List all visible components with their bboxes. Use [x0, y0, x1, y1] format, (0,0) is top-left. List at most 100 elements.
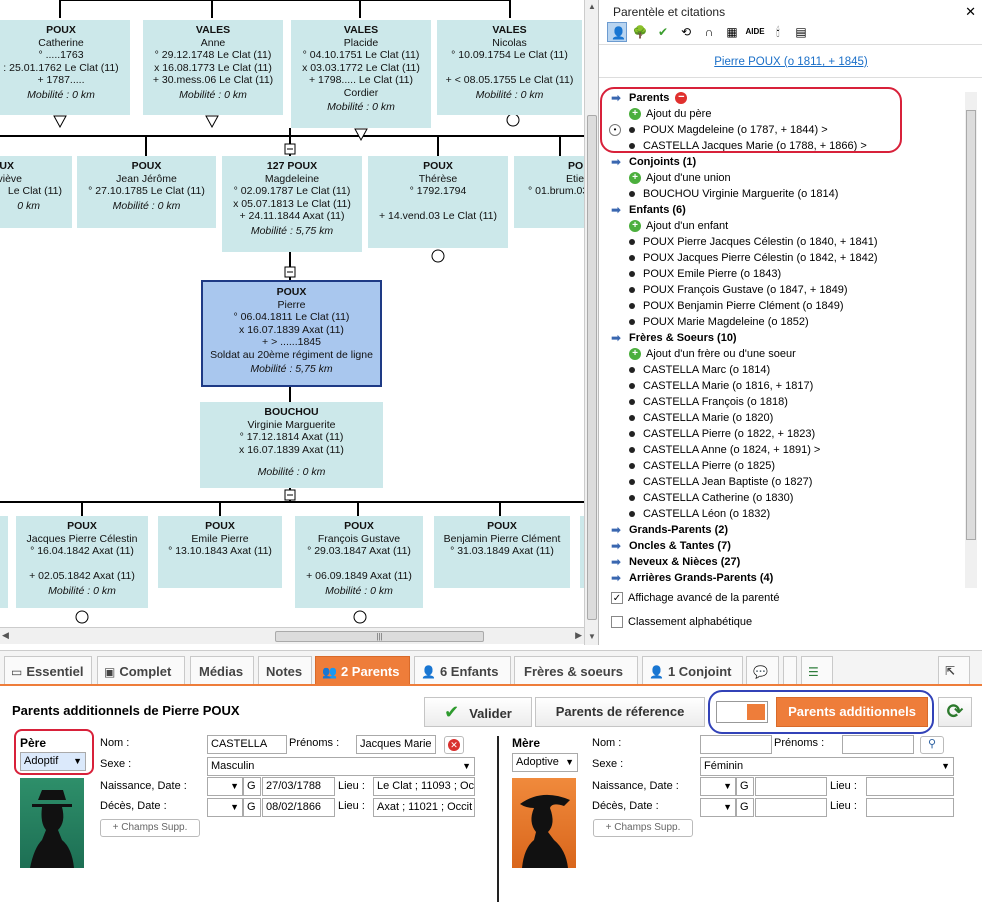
tab-medias[interactable]: Médias: [190, 656, 254, 686]
main-person-card[interactable]: POUX Pierre ° 06.04.1811 Le Clat (11) x …: [201, 280, 382, 387]
relation-item[interactable]: POUX Pierre Jacques Célestin (o 1840, + …: [611, 234, 961, 250]
person-card-partial[interactable]: [0, 516, 8, 608]
person-card[interactable]: UX viève Le Clat (11) 0 km: [0, 156, 72, 228]
close-icon[interactable]: ✕: [965, 4, 976, 19]
spouse-card[interactable]: BOUCHOU Virginie Marguerite ° 17.12.1814…: [200, 402, 383, 488]
tab-enfants[interactable]: 👤6 Enfants: [414, 656, 511, 686]
tab-conjoint[interactable]: 👤1 Conjoint: [642, 656, 743, 686]
candle-icon[interactable]: 🕯: [776, 25, 780, 39]
valider-button[interactable]: ✔Valider: [424, 697, 532, 727]
person-card[interactable]: POUX Jacques Pierre Célestin ° 16.04.184…: [16, 516, 148, 608]
tab-extra[interactable]: [783, 656, 797, 686]
horizontal-scrollbar[interactable]: ◀ ||| ▶: [0, 627, 584, 644]
relation-item[interactable]: CASTELLA Marie (o 1820): [611, 410, 961, 426]
add-relation-item[interactable]: +Ajout d'un enfant: [611, 218, 961, 234]
father-champs-supp-button[interactable]: + Champs Supp.: [100, 819, 200, 837]
mother-silhouette[interactable]: [512, 778, 576, 868]
relation-item[interactable]: POUX Marie Magdeleine (o 1852): [611, 314, 961, 330]
help-icon[interactable]: AIDE: [745, 27, 765, 36]
radio-selected-icon[interactable]: •: [609, 124, 621, 136]
relation-item[interactable]: CASTELLA Léon (o 1832): [611, 506, 961, 522]
person-card[interactable]: PO Etie ° 01.brum.03: [514, 156, 584, 228]
alphabetical-checkbox[interactable]: Classement alphabétique: [611, 616, 752, 628]
father-prenoms-input[interactable]: Jacques Marie: [356, 735, 436, 754]
mother-nom-input[interactable]: [700, 735, 772, 754]
person-card[interactable]: POUX Emile Pierre ° 13.10.1843 Axat (11): [158, 516, 282, 588]
relation-item[interactable]: CASTELLA Jean Baptiste (o 1827): [611, 474, 961, 490]
relation-item[interactable]: CASTELLA François (o 1818): [611, 394, 961, 410]
checkbox-checked[interactable]: ✓: [611, 592, 623, 604]
father-deces-lieu[interactable]: Axat ; 11021 ; Occit: [373, 798, 475, 817]
list-scrollbar[interactable]: [965, 92, 977, 588]
tab-complet[interactable]: ▣Complet: [97, 656, 185, 686]
parents-reference-button[interactable]: Parents de réference: [535, 697, 705, 727]
tab-essentiel[interactable]: ▭Essentiel: [4, 656, 92, 686]
relation-item[interactable]: BOUCHOU Virginie Marguerite (o 1814): [611, 186, 961, 202]
relation-item[interactable]: •POUX Magdeleine (o 1787, + 1844) >: [609, 122, 961, 138]
father-deces-calendar[interactable]: G: [243, 798, 261, 817]
mother-deces-calendar[interactable]: G: [736, 798, 754, 817]
relation-item[interactable]: CASTELLA Anne (o 1824, + 1891) >: [611, 442, 961, 458]
relation-item[interactable]: POUX Benjamin Pierre Clément (o 1849): [611, 298, 961, 314]
add-relation-item[interactable]: +Ajout d'une union: [611, 170, 961, 186]
father-naissance-qualifier[interactable]: ▼: [207, 777, 243, 796]
relation-item[interactable]: POUX Emile Pierre (o 1843): [611, 266, 961, 282]
scroll-left-icon[interactable]: ◀: [2, 630, 9, 640]
advanced-display-checkbox[interactable]: ✓ Affichage avancé de la parenté: [611, 592, 779, 604]
mother-naissance-qualifier[interactable]: ▼: [700, 777, 736, 796]
person-card[interactable]: POUX Benjamin Pierre Clément ° 31.03.184…: [434, 516, 570, 588]
person-card[interactable]: POUX Catherine ° .....1763 : 25.01.1762 …: [0, 20, 130, 115]
vertical-scrollbar[interactable]: ▲ ▼: [584, 0, 598, 645]
relation-icon[interactable]: ⟲: [680, 25, 692, 39]
relation-item[interactable]: CASTELLA Marc (o 1814): [611, 362, 961, 378]
document-icon[interactable]: ▤: [795, 25, 807, 39]
relation-item[interactable]: CASTELLA Pierre (o 1822, + 1823): [611, 426, 961, 442]
father-type-select[interactable]: Adoptif▼: [20, 752, 86, 771]
open-external-button[interactable]: ⇱: [938, 656, 970, 686]
tab-sources[interactable]: ☰: [801, 656, 833, 686]
person-card[interactable]: VALES Anne ° 29.12.1748 Le Clat (11) x 1…: [143, 20, 283, 115]
clear-father-button[interactable]: ✕: [444, 736, 464, 754]
mother-type-select[interactable]: Adoptive▼: [512, 753, 578, 772]
add-relation-item[interactable]: +Ajout du père: [611, 106, 961, 122]
relation-item[interactable]: POUX François Gustave (o 1847, + 1849): [611, 282, 961, 298]
add-relation-item[interactable]: +Ajout d'un frère ou d'une soeur: [611, 346, 961, 362]
toggle-switch[interactable]: [716, 701, 768, 723]
tab-comments[interactable]: 💬: [746, 656, 779, 686]
person-card[interactable]: VALES Nicolas ° 10.09.1754 Le Clat (11) …: [437, 20, 582, 115]
person-card[interactable]: 127 POUX Magdeleine ° 02.09.1787 Le Clat…: [222, 156, 362, 252]
family-tree-view[interactable]: POUX Catherine ° .....1763 : 25.01.1762 …: [0, 0, 584, 645]
person-link[interactable]: Pierre POUX (o 1811, + 1845): [599, 44, 982, 78]
father-naissance-lieu[interactable]: Le Clat ; 11093 ; Oc: [373, 777, 475, 796]
section-header[interactable]: ➡Parents−: [611, 90, 961, 106]
relation-item[interactable]: POUX Jacques Pierre Célestin (o 1842, + …: [611, 250, 961, 266]
relation-item[interactable]: CASTELLA Marie (o 1816, + 1817): [611, 378, 961, 394]
check-icon[interactable]: ✔: [657, 25, 669, 39]
scroll-up-icon[interactable]: ▲: [588, 2, 596, 11]
mother-naissance-calendar[interactable]: G: [736, 777, 754, 796]
father-nom-input[interactable]: CASTELLA: [207, 735, 287, 754]
person-card[interactable]: POUX François Gustave ° 29.03.1847 Axat …: [295, 516, 423, 608]
father-naissance-calendar[interactable]: G: [243, 777, 261, 796]
section-header[interactable]: ➡Enfants (6): [611, 202, 961, 218]
mother-deces-lieu[interactable]: [866, 798, 954, 817]
scroll-thumb[interactable]: [966, 110, 976, 540]
section-header[interactable]: ➡Oncles & Tantes (7): [611, 538, 961, 554]
scroll-thumb[interactable]: |||: [275, 631, 484, 642]
checkbox-unchecked[interactable]: [611, 616, 623, 628]
mother-prenoms-input[interactable]: [842, 735, 914, 754]
remove-icon[interactable]: −: [675, 92, 688, 104]
mother-naissance-date[interactable]: [755, 777, 827, 796]
section-header[interactable]: ➡Neveux & Nièces (27): [611, 554, 961, 570]
person-card[interactable]: POUX Jean Jérôme ° 27.10.1785 Le Clat (1…: [77, 156, 216, 228]
calendar-icon[interactable]: ▦: [726, 25, 738, 39]
father-deces-qualifier[interactable]: ▼: [207, 798, 243, 817]
relation-item[interactable]: CASTELLA Catherine (o 1830): [611, 490, 961, 506]
tab-parents[interactable]: 👥2 Parents: [315, 656, 410, 686]
mother-deces-date[interactable]: [755, 798, 827, 817]
parents-additionnels-button[interactable]: Parents additionnels: [776, 697, 928, 727]
father-deces-date[interactable]: 08/02/1866: [262, 798, 335, 817]
mother-search-button[interactable]: ⚲: [920, 736, 944, 754]
relation-item[interactable]: CASTELLA Pierre (o 1825): [611, 458, 961, 474]
tab-freres-soeurs[interactable]: Frères & soeurs: [514, 656, 638, 686]
